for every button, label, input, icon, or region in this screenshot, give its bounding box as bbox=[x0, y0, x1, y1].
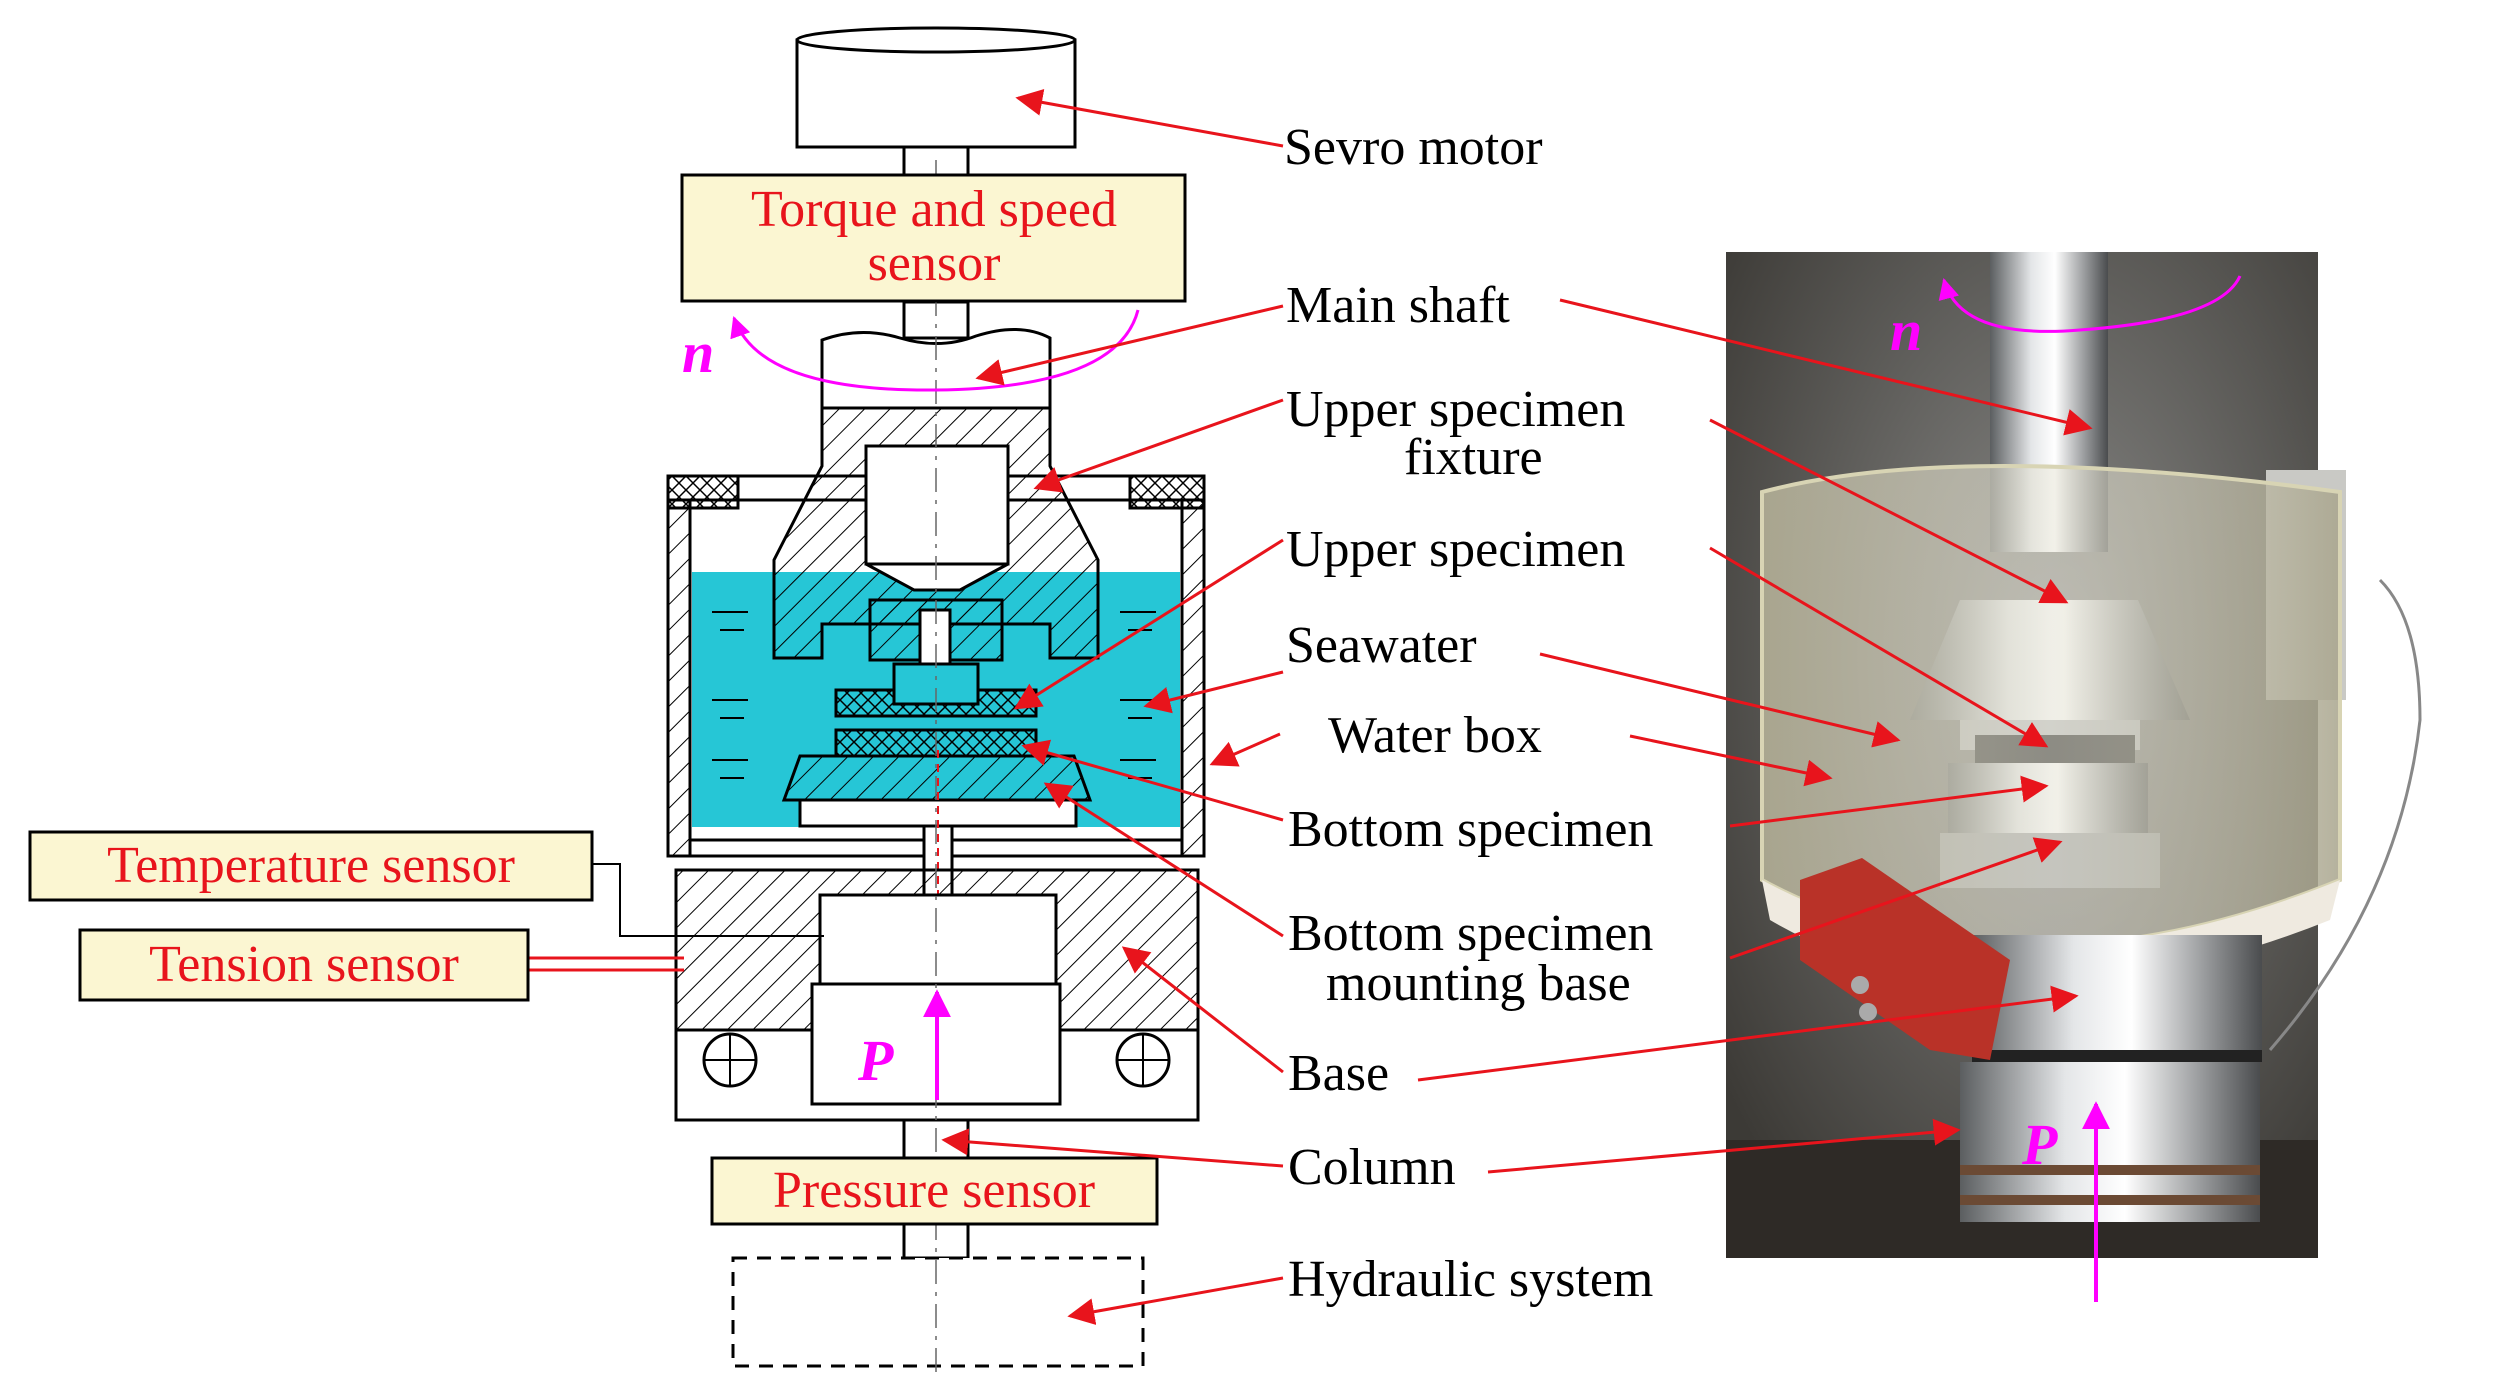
photo-clamp bbox=[1800, 858, 2010, 1060]
temperature-box-text: Temperature sensor bbox=[107, 837, 515, 894]
label-hydraulic-system: Hydraulic system bbox=[1288, 1251, 1653, 1308]
load-symbol-photo: P bbox=[2021, 1112, 2058, 1177]
torque-speed-sensor-box: Torque and speed sensor bbox=[680, 173, 1187, 303]
label-bottom-specimen: Bottom specimen bbox=[1288, 801, 1653, 858]
rotation-arrow-schematic bbox=[730, 309, 1140, 392]
label-water-box: Water box bbox=[1328, 707, 1542, 764]
label-column: Column bbox=[1288, 1139, 1456, 1196]
pressure-sensor-box: Pressure sensor bbox=[710, 1156, 1159, 1226]
rotation-symbol-photo: n bbox=[1890, 298, 1922, 363]
cross-section-schematic bbox=[528, 26, 1206, 1380]
label-upper-fixture-1: Upper specimen bbox=[1286, 381, 1625, 438]
rotation-symbol-schematic: n bbox=[682, 320, 714, 385]
label-main-shaft: Main shaft bbox=[1286, 277, 1510, 334]
hydraulic-system-shape bbox=[731, 1256, 1145, 1368]
label-servo-motor: Sevro motor bbox=[1284, 119, 1543, 176]
component-labels: Sevro motor Main shaft Upper specimen fi… bbox=[1284, 119, 1653, 1308]
label-bottom-base-2: mounting base bbox=[1326, 955, 1631, 1012]
torque-box-line-2: sensor bbox=[868, 235, 1001, 292]
rotation-arrow-photo bbox=[1938, 275, 2242, 333]
tension-box-text: Tension sensor bbox=[149, 936, 459, 993]
tension-sensor-box: Tension sensor bbox=[78, 928, 530, 1002]
torque-box-line-1: Torque and speed bbox=[751, 181, 1117, 238]
leader-arrows bbox=[941, 89, 2093, 1326]
load-symbol-schematic: P bbox=[857, 1028, 894, 1093]
label-upper-specimen: Upper specimen bbox=[1286, 521, 1625, 578]
servo-motor-shape bbox=[795, 38, 1077, 149]
photo-base bbox=[1972, 935, 2262, 1050]
temperature-sensor-box: Temperature sensor bbox=[28, 830, 594, 902]
label-seawater: Seawater bbox=[1286, 617, 1477, 674]
label-base: Base bbox=[1288, 1045, 1389, 1102]
test-rig-photo bbox=[1726, 252, 2422, 1258]
pressure-box-text: Pressure sensor bbox=[773, 1162, 1095, 1219]
label-bottom-base-1: Bottom specimen bbox=[1288, 905, 1653, 962]
label-upper-fixture-2: fixture bbox=[1404, 429, 1543, 486]
